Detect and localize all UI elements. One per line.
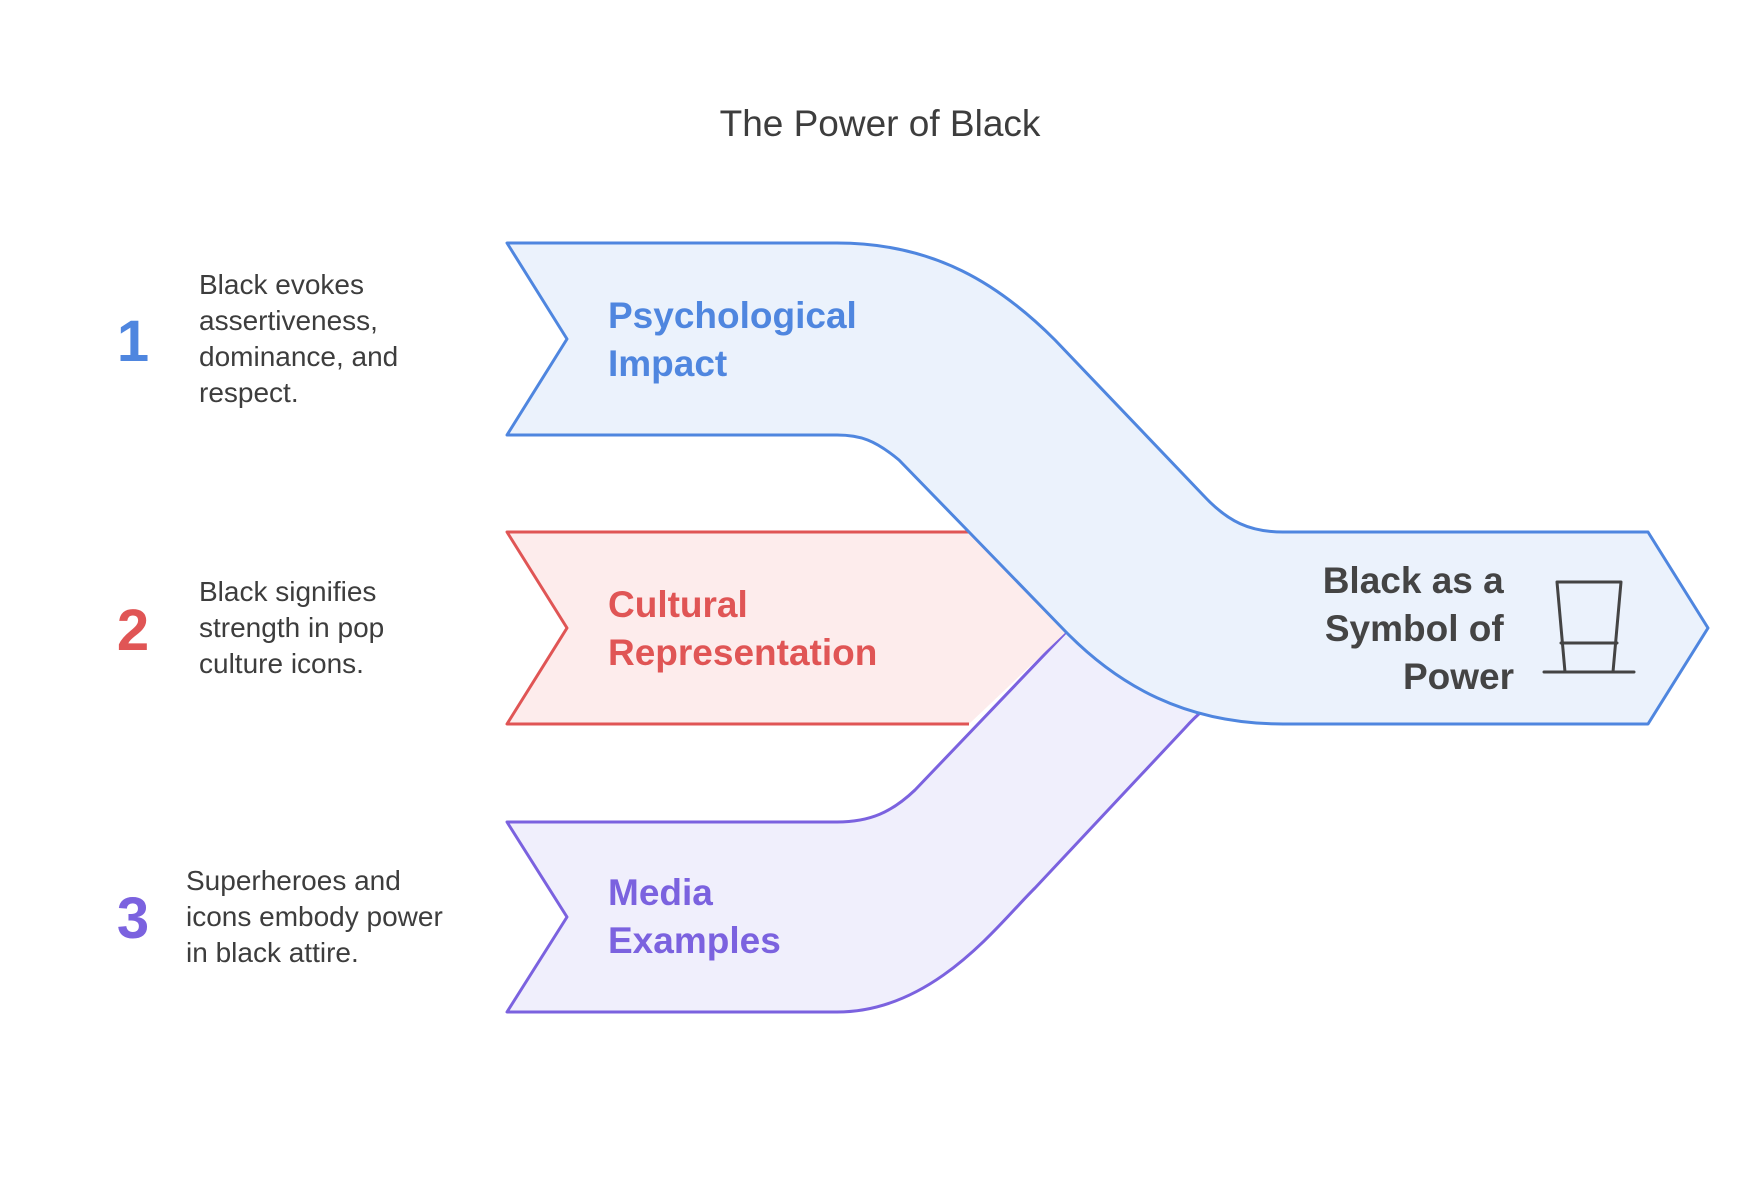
- step-description-3: Superheroes and icons embody power in bl…: [186, 865, 451, 968]
- step-number-2: 2: [117, 598, 149, 663]
- band-media-examples: [507, 632, 1263, 1012]
- diagram-title: The Power of Black: [720, 103, 1041, 144]
- step-number-3: 3: [117, 886, 149, 951]
- label-media-examples: Media Examples: [608, 872, 781, 961]
- step-number-1: 1: [117, 309, 149, 374]
- band-cultural-representation: [507, 532, 1066, 724]
- step-description-2: Black signifies strength in pop culture …: [199, 576, 392, 679]
- step-description-1: Black evokes assertiveness, dominance, a…: [199, 269, 406, 408]
- label-psychological-impact: Psychological Impact: [608, 295, 867, 384]
- band-psychological-impact: [505, 241, 1710, 726]
- label-cultural-representation: Cultural Representation: [608, 584, 877, 673]
- band-cultural-representation-outline: [505, 530, 969, 726]
- top-hat-icon: [1542, 580, 1636, 674]
- result-label: Black as a Symbol of Power: [1323, 560, 1514, 697]
